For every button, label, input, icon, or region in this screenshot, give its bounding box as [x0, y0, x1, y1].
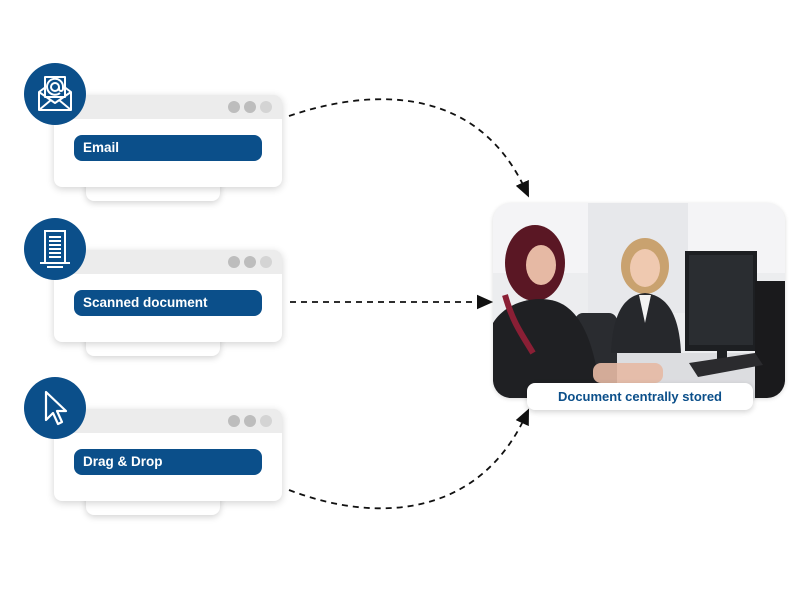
- app-window: Drag & Drop: [54, 409, 282, 501]
- window-dot: [228, 101, 240, 113]
- window-dot: [260, 101, 272, 113]
- window-dot: [260, 256, 272, 268]
- arrow-dragdrop-to-storage: [288, 408, 530, 510]
- source-label-email: Email: [74, 135, 262, 161]
- window-titlebar: [54, 250, 282, 274]
- scanned-document-icon: [24, 218, 86, 280]
- window-dot: [228, 256, 240, 268]
- source-card-email: Email: [0, 63, 300, 223]
- cursor-arrow-icon: [24, 377, 86, 439]
- storage-caption: Document centrally stored: [527, 383, 753, 410]
- app-window: Email: [54, 95, 282, 187]
- source-card-scanned-document: Scanned document: [0, 218, 300, 378]
- source-label-scanned-document: Scanned document: [74, 290, 262, 316]
- two-women-at-office-computer-photo: [493, 203, 785, 398]
- envelope-at-icon: [24, 63, 86, 125]
- source-label-drag-drop: Drag & Drop: [74, 449, 262, 475]
- window-dot: [260, 415, 272, 427]
- window-titlebar: [54, 409, 282, 433]
- window-dot: [244, 256, 256, 268]
- window-titlebar: [54, 95, 282, 119]
- window-dot: [244, 415, 256, 427]
- app-window: Scanned document: [54, 250, 282, 342]
- window-dot: [228, 415, 240, 427]
- arrow-email-to-storage: [288, 98, 529, 198]
- source-card-drag-drop: Drag & Drop: [0, 377, 300, 537]
- window-dot: [244, 101, 256, 113]
